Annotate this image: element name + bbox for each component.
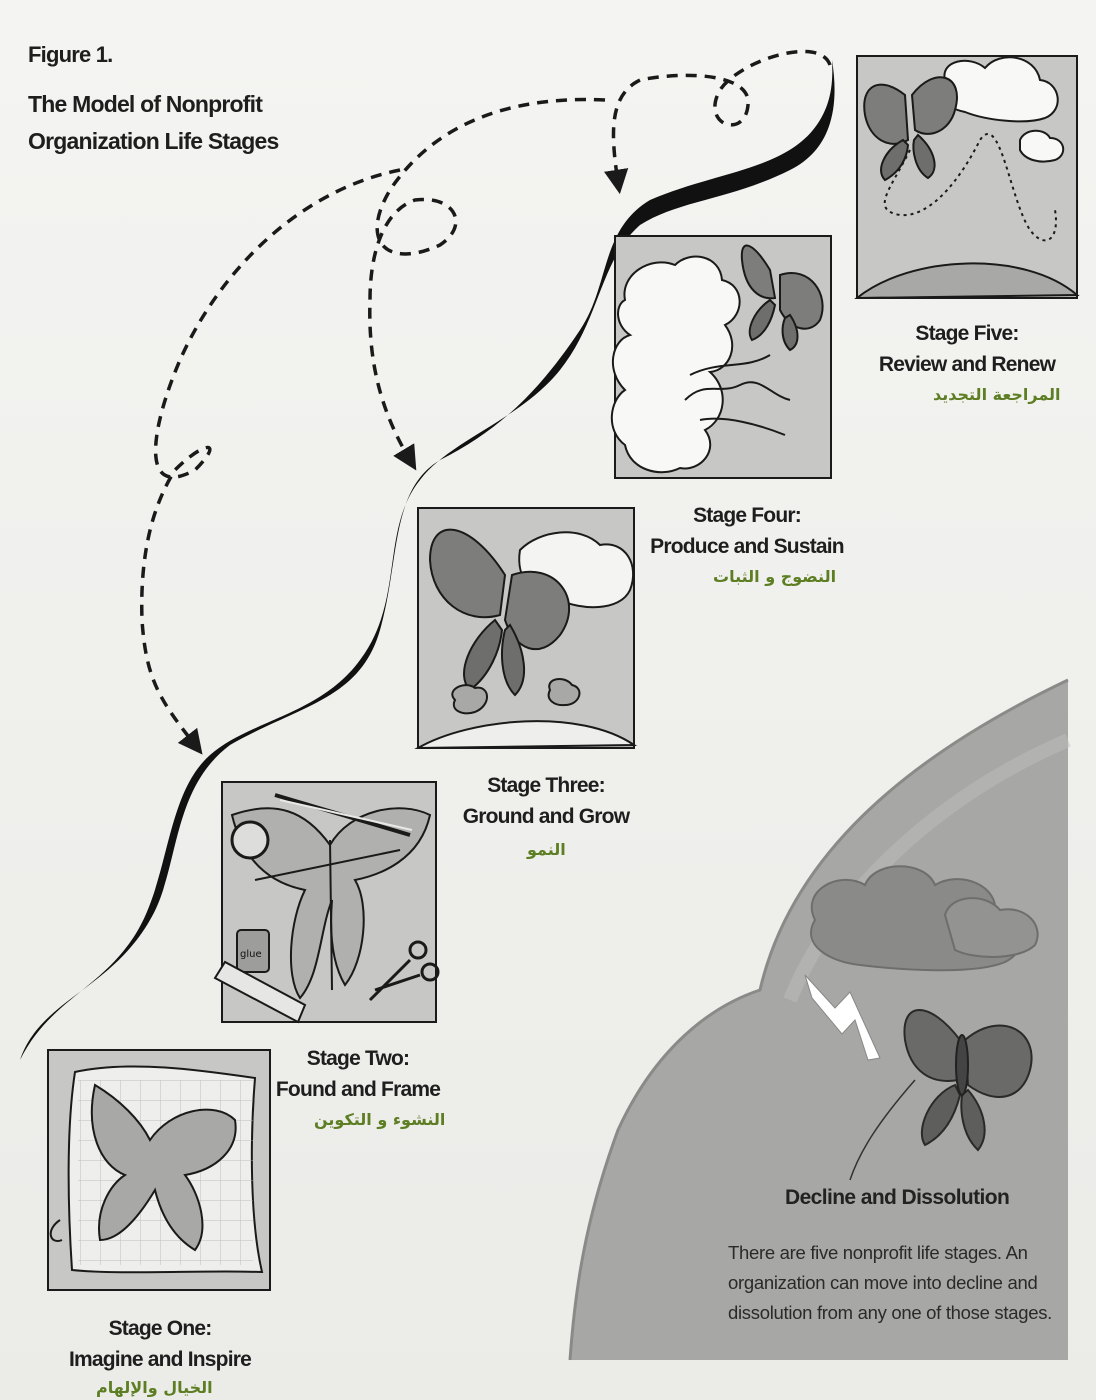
stage-one-illustration [48,1050,270,1290]
decline-description: There are five nonprofit life stages. An… [728,1238,1068,1328]
stage-five-caption: Stage Five: Review and Renew [862,318,1072,380]
stage-four-name: Produce and Sustain [642,531,852,562]
stage-three-caption: Stage Three: Ground and Grow [446,770,646,832]
stage-two-arabic: النشوء و التكوين [314,1110,445,1129]
figure-title: The Model of Nonprofit Organization Life… [28,86,278,160]
stage-one-arabic: الخيال والإلهام [96,1378,213,1397]
stage-one-name: Imagine and Inspire [60,1344,260,1375]
stage-two-illustration: glue [215,782,438,1022]
stage-four-label: Stage Four: [642,500,852,531]
stage-five-label: Stage Five: [862,318,1072,349]
stage-two-caption: Stage Two: Found and Frame [258,1043,458,1105]
stage-five-illustration [857,56,1077,298]
tape-roll-icon [232,822,268,858]
stage-three-illustration [418,508,634,748]
stage-four-illustration [612,236,831,478]
figure-title-line-1: The Model of Nonprofit [28,86,278,123]
figure-number: Figure 1. [28,42,113,68]
figure-title-line-2: Organization Life Stages [28,123,278,160]
stage-two-name: Found and Frame [258,1074,458,1105]
stage-five-arabic: المراجعة التجديد [933,385,1061,404]
decline-title: Decline and Dissolution [785,1186,1009,1210]
stage-one-caption: Stage One: Imagine and Inspire [60,1313,260,1375]
stage-two-label: Stage Two: [258,1043,458,1074]
stage-three-label: Stage Three: [446,770,646,801]
stage-three-name: Ground and Grow [446,801,646,832]
stage-five-name: Review and Renew [862,349,1072,380]
stage-four-arabic: النضوج و الثبات [713,567,836,586]
glue-label: glue [240,949,262,960]
stage-four-caption: Stage Four: Produce and Sustain [642,500,852,562]
stage-one-label: Stage One: [60,1313,260,1344]
stage-three-arabic: النمو [527,840,566,859]
